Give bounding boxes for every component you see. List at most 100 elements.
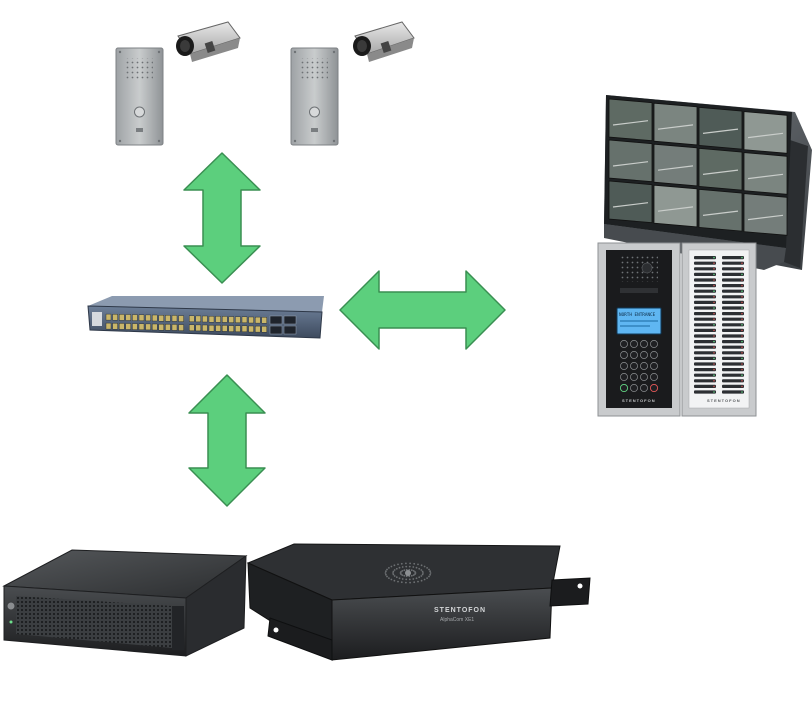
expansion-led bbox=[713, 273, 715, 276]
switch-port bbox=[118, 314, 125, 321]
switch-port bbox=[254, 325, 261, 333]
fan-grill-hole bbox=[421, 573, 424, 576]
expansion-button bbox=[722, 295, 744, 299]
fan-grill-hole bbox=[390, 565, 393, 568]
switch-port bbox=[221, 325, 228, 332]
fan-grill-hole bbox=[395, 576, 398, 579]
fan-grill-hole bbox=[414, 571, 416, 573]
expansion-led bbox=[713, 357, 715, 360]
fan-grill-hole bbox=[403, 574, 406, 577]
expansion-button bbox=[722, 351, 744, 355]
switch-port bbox=[188, 324, 195, 331]
switch-port bbox=[171, 324, 178, 331]
expansion-led bbox=[713, 385, 715, 388]
fan-grill-hole bbox=[429, 573, 431, 576]
expansion-led bbox=[741, 391, 743, 393]
switch-port bbox=[208, 316, 215, 323]
fan-grill-hole bbox=[385, 570, 387, 573]
expansion-led bbox=[741, 335, 743, 337]
switch-port bbox=[145, 323, 151, 331]
keypad-key bbox=[640, 351, 648, 359]
fan-grill-hole bbox=[415, 566, 418, 569]
expansion-button bbox=[722, 328, 744, 332]
expansion-button bbox=[722, 334, 744, 338]
video-wall-screen bbox=[608, 139, 653, 183]
keypad-key bbox=[630, 373, 638, 381]
expansion-button bbox=[694, 323, 716, 327]
expansion-led bbox=[713, 279, 715, 281]
expansion-led bbox=[713, 312, 715, 315]
switch-port bbox=[178, 324, 184, 331]
fan-grill-hole bbox=[426, 577, 428, 579]
switch-port bbox=[145, 314, 151, 322]
keypad-key bbox=[640, 373, 648, 381]
fan-grill-hole bbox=[390, 578, 393, 581]
fan-grill-hole bbox=[401, 578, 404, 580]
expansion-led bbox=[741, 279, 743, 281]
expansion-button bbox=[722, 345, 744, 349]
fan-grill-hole bbox=[400, 571, 402, 573]
network-switch bbox=[87, 296, 324, 339]
switch-port bbox=[188, 315, 195, 322]
expansion-button bbox=[722, 256, 744, 260]
video-wall-screen-detail bbox=[612, 120, 649, 126]
expansion-led bbox=[741, 352, 743, 354]
switch-port bbox=[165, 315, 171, 322]
switch-port bbox=[235, 316, 241, 323]
expansion-led bbox=[741, 256, 743, 259]
keypad-key bbox=[630, 384, 638, 392]
keypad-key bbox=[620, 373, 628, 381]
master-station: NORTH ENTRANCE STENTOFON bbox=[597, 242, 681, 417]
fan-grill-hole bbox=[401, 566, 404, 568]
expansion-button bbox=[694, 328, 716, 332]
video-wall-screen bbox=[743, 193, 788, 236]
fan-grill-hole bbox=[385, 573, 387, 576]
fan-grill-hole bbox=[429, 572, 432, 574]
video-wall-screen bbox=[698, 106, 743, 150]
fan-grill-hole bbox=[392, 570, 395, 573]
switch-port bbox=[215, 325, 221, 332]
expansion-led bbox=[713, 368, 715, 371]
camera-right bbox=[353, 21, 415, 62]
video-wall-screen bbox=[608, 98, 653, 142]
fan-grill-hole bbox=[413, 562, 416, 565]
fan-grill-hole bbox=[405, 581, 407, 584]
expansion-button bbox=[694, 278, 716, 282]
keypad-key bbox=[630, 351, 638, 359]
keypad-key-green bbox=[619, 383, 629, 393]
expansion-led bbox=[713, 318, 715, 321]
fan-grill-hole bbox=[408, 565, 411, 568]
expansion-led bbox=[713, 262, 715, 265]
switch-port bbox=[195, 315, 202, 323]
fan-grill-hole bbox=[398, 566, 401, 569]
expansion-led bbox=[741, 340, 743, 343]
switch-port bbox=[248, 325, 254, 333]
switch-port bbox=[228, 325, 235, 332]
expansion-led bbox=[713, 290, 715, 293]
expansion-led bbox=[713, 284, 715, 287]
fan-grill-hole bbox=[412, 574, 415, 576]
expansion-button bbox=[722, 362, 744, 366]
expansion-led bbox=[741, 324, 743, 326]
expansion-led bbox=[713, 329, 715, 332]
expansion-button bbox=[694, 379, 716, 383]
switch-port bbox=[241, 316, 248, 323]
switch-port bbox=[261, 317, 267, 324]
fan-grill-hole bbox=[417, 563, 419, 566]
keypad-key bbox=[630, 340, 638, 348]
keypad-key bbox=[650, 351, 658, 359]
fan-grill-hole bbox=[428, 575, 430, 578]
video-wall-screen bbox=[653, 184, 698, 228]
fan-grill-hole bbox=[388, 567, 390, 569]
expansion-button bbox=[722, 306, 744, 310]
expansion-button bbox=[722, 373, 744, 377]
expansion-led bbox=[713, 256, 715, 259]
switch-port bbox=[125, 323, 132, 330]
expansion-led bbox=[741, 296, 743, 298]
fan-grill-hole bbox=[388, 577, 390, 579]
fan-grill-hole bbox=[420, 564, 423, 567]
fan-grill-hole bbox=[409, 562, 411, 565]
fan-grill-hole bbox=[409, 581, 411, 584]
fan-grill-hole bbox=[405, 578, 408, 581]
expansion-led bbox=[741, 368, 743, 371]
